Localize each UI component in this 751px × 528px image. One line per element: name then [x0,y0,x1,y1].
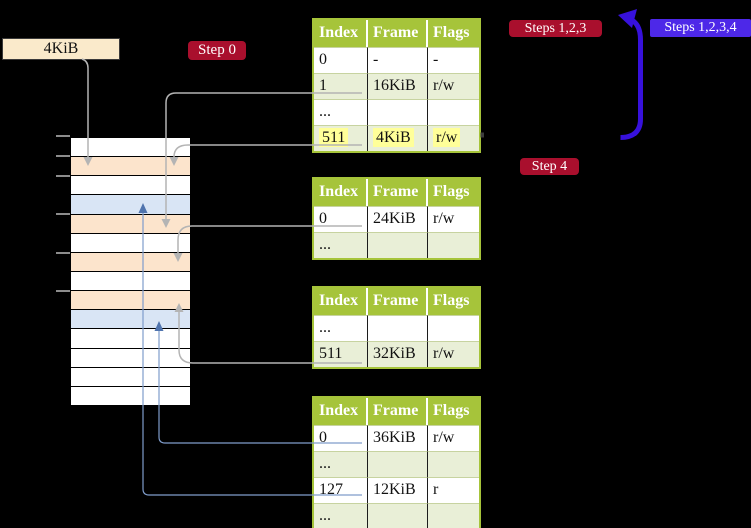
pt-cell [368,232,428,258]
pt-cell [368,315,428,341]
header-cell-index: Index [314,20,368,47]
memory-frame-row-13 [71,386,190,405]
memory-frame-row-10 [71,329,190,349]
pt-cell: 0 [314,425,368,451]
memory-strip [70,137,191,406]
memory-frame-row-11 [71,348,190,368]
pt-cell [368,99,428,125]
pt-cell: ... [314,99,368,125]
pt-cell: r/w [428,425,479,451]
memory-frame-row-9 [71,310,190,330]
pt-cell: r [428,477,479,503]
page-table-4: Index Frame Flags 0 36KiB r/w ... 127 12… [312,396,481,528]
memory-frame-row-8 [71,291,190,311]
pt-cell [428,315,479,341]
pt-cell: 511 [314,341,368,367]
header-cell-flags: Flags [428,398,479,425]
badge-steps-1-2-3-4: Steps 1,2,3,4 [650,19,751,37]
pt-cell: r/w [428,341,479,367]
pt-cell-highlighted: 511 [314,125,368,151]
highlight-text: 4KiB [373,128,414,147]
header-cell-flags: Flags [428,179,479,206]
tick-mark [56,252,70,254]
pt-cell [368,503,428,528]
memory-frame-row-2 [71,176,190,196]
tick-mark [56,155,70,157]
pt-cell [428,232,479,258]
page-table-1: Index Frame Flags 0 - - 1 16KiB r/w ... … [312,18,481,153]
arrow-steps-loop [618,9,643,140]
badge-step0: Step 0 [188,41,246,60]
frame-size-label-text: 4KiB [43,40,79,57]
pt-cell: 127 [314,477,368,503]
pt-cell: 0 [314,206,368,232]
header-cell-flags: Flags [428,20,479,47]
highlight-text: 511 [319,128,349,147]
pt-cell [368,451,428,477]
pt-cell: - [368,47,428,73]
pt-cell: 36KiB [368,425,428,451]
tick-mark [56,213,70,215]
pt-cell: r/w [428,206,479,232]
pt-cell: 16KiB [368,73,428,99]
frame-size-label-box: 4KiB [2,38,120,60]
pt-cell: ... [314,315,368,341]
memory-frame-row-5 [71,233,190,253]
pt-cell-highlighted: r/w [428,125,479,151]
memory-frame-row-6 [71,252,190,272]
memory-frame-row-3 [71,195,190,215]
row-edge-nub [480,132,484,138]
pt-cell: 1 [314,73,368,99]
memory-frame-row-0 [71,138,190,158]
pt-cell [428,99,479,125]
tick-mark [56,175,70,177]
pt-cell: ... [314,451,368,477]
header-cell-index: Index [314,398,368,425]
memory-frame-row-12 [71,367,190,387]
pt-cell: r/w [428,73,479,99]
memory-frame-row-4 [71,214,190,234]
header-cell-index: Index [314,288,368,315]
page-table-3: Index Frame Flags ... 511 32KiB r/w [312,286,481,369]
header-cell-index: Index [314,179,368,206]
pt-cell: 32KiB [368,341,428,367]
tick-mark [56,135,70,137]
header-cell-frame: Frame [368,20,428,47]
pt-cell: ... [314,232,368,258]
pt-cell [428,503,479,528]
pt-cell-highlighted: 4KiB [368,125,428,151]
pt-cell: 0 [314,47,368,73]
tick-mark [56,290,70,292]
header-cell-frame: Frame [368,288,428,315]
header-cell-frame: Frame [368,179,428,206]
pt-cell: - [428,47,479,73]
badge-step4: Step 4 [520,158,579,175]
pt-cell: 12KiB [368,477,428,503]
memory-frame-row-1 [71,157,190,177]
highlight-text: r/w [433,128,461,147]
page-table-2: Index Frame Flags 0 24KiB r/w ... [312,177,481,260]
badge-steps-1-2-3: Steps 1,2,3 [509,20,602,37]
header-cell-frame: Frame [368,398,428,425]
pt-cell: ... [314,503,368,528]
pt-cell: 24KiB [368,206,428,232]
memory-frame-row-7 [71,271,190,292]
pt-cell [428,451,479,477]
header-cell-flags: Flags [428,288,479,315]
